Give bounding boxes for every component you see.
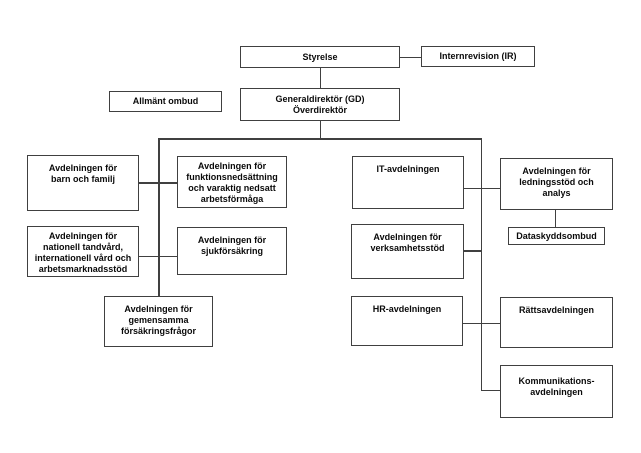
connector-styrelse-internrevision: [400, 56, 421, 58]
node-gemensamma-forsakringsfragor: Avdelningen för gemensamma försäkringsfr…: [104, 296, 213, 347]
connector-it-ledningsstod: [464, 187, 500, 189]
node-hr-avdelningen: HR-avdelningen: [351, 296, 463, 346]
connector-barn-funktionsnedsattning: [139, 182, 177, 184]
node-it-avdelningen-label: IT-avdelningen: [376, 164, 440, 174]
node-verksamhetsstod: Avdelningen för verksamhetsstöd: [351, 224, 464, 279]
node-rattsavdelningen: Rättsavdelningen: [500, 297, 613, 348]
node-funktionsnedsattning-label: Avdelningen för funktionsnedsättning och…: [186, 161, 278, 204]
connector-left-trunk: [158, 138, 160, 296]
node-internrevision: Internrevision (IR): [421, 46, 535, 67]
node-generaldirektor-label: Generaldirektör (GD) Överdirektör: [275, 93, 365, 115]
node-verksamhetsstod-label: Avdelningen för verksamhetsstöd: [370, 232, 445, 253]
node-styrelse-label: Styrelse: [302, 51, 338, 62]
node-ledningsstod-och-analys-label: Avdelningen för ledningsstöd och analys: [519, 166, 594, 198]
node-barn-och-familj: Avdelningen för barn och familj: [27, 155, 139, 211]
node-allmant-ombud-label: Allmänt ombud: [132, 96, 199, 107]
connector-right-trunk: [480, 138, 482, 390]
node-sjukforsakring-label: Avdelningen för sjukförsäkring: [197, 235, 267, 256]
node-dataskyddsombud-label: Dataskyddsombud: [516, 230, 597, 241]
node-funktionsnedsattning: Avdelningen för funktionsnedsättning och…: [177, 156, 287, 208]
node-kommunikationsavdelningen: Kommunikations- avdelningen: [500, 365, 613, 418]
connector-tandvard-sjukforsakring: [139, 255, 177, 257]
node-it-avdelningen: IT-avdelningen: [352, 156, 464, 209]
node-generaldirektor: Generaldirektör (GD) Överdirektör: [240, 88, 400, 121]
connector-gd-trunk: [319, 121, 321, 139]
node-nationell-tandvard: Avdelningen för nationell tandvård, inte…: [27, 226, 139, 277]
node-sjukforsakring: Avdelningen för sjukförsäkring: [177, 227, 287, 275]
node-ledningsstod-och-analys: Avdelningen för ledningsstöd och analys: [500, 158, 613, 210]
node-nationell-tandvard-label: Avdelningen för nationell tandvård, inte…: [34, 231, 132, 274]
node-kommunikationsavdelningen-label: Kommunikations- avdelningen: [518, 376, 595, 397]
node-styrelse: Styrelse: [240, 46, 400, 68]
node-rattsavdelningen-label: Rättsavdelningen: [518, 305, 594, 315]
node-gemensamma-forsakringsfragor-label: Avdelningen för gemensamma försäkringsfr…: [120, 304, 197, 336]
connector-verksamhetsstod: [464, 250, 481, 252]
connector-kommunikation: [481, 389, 500, 391]
connector-hr-rattsavdelningen: [463, 322, 500, 324]
node-internrevision-label: Internrevision (IR): [439, 51, 517, 62]
connector-main-split: [158, 138, 482, 140]
node-allmant-ombud: Allmänt ombud: [109, 91, 222, 112]
connector-styrelse-gd: [319, 68, 321, 88]
node-hr-avdelningen-label: HR-avdelningen: [372, 304, 442, 314]
node-dataskyddsombud: Dataskyddsombud: [508, 227, 605, 245]
node-barn-och-familj-label: Avdelningen för barn och familj: [48, 163, 118, 184]
connector-ledningsstod-dataskyddsombud: [554, 210, 556, 227]
